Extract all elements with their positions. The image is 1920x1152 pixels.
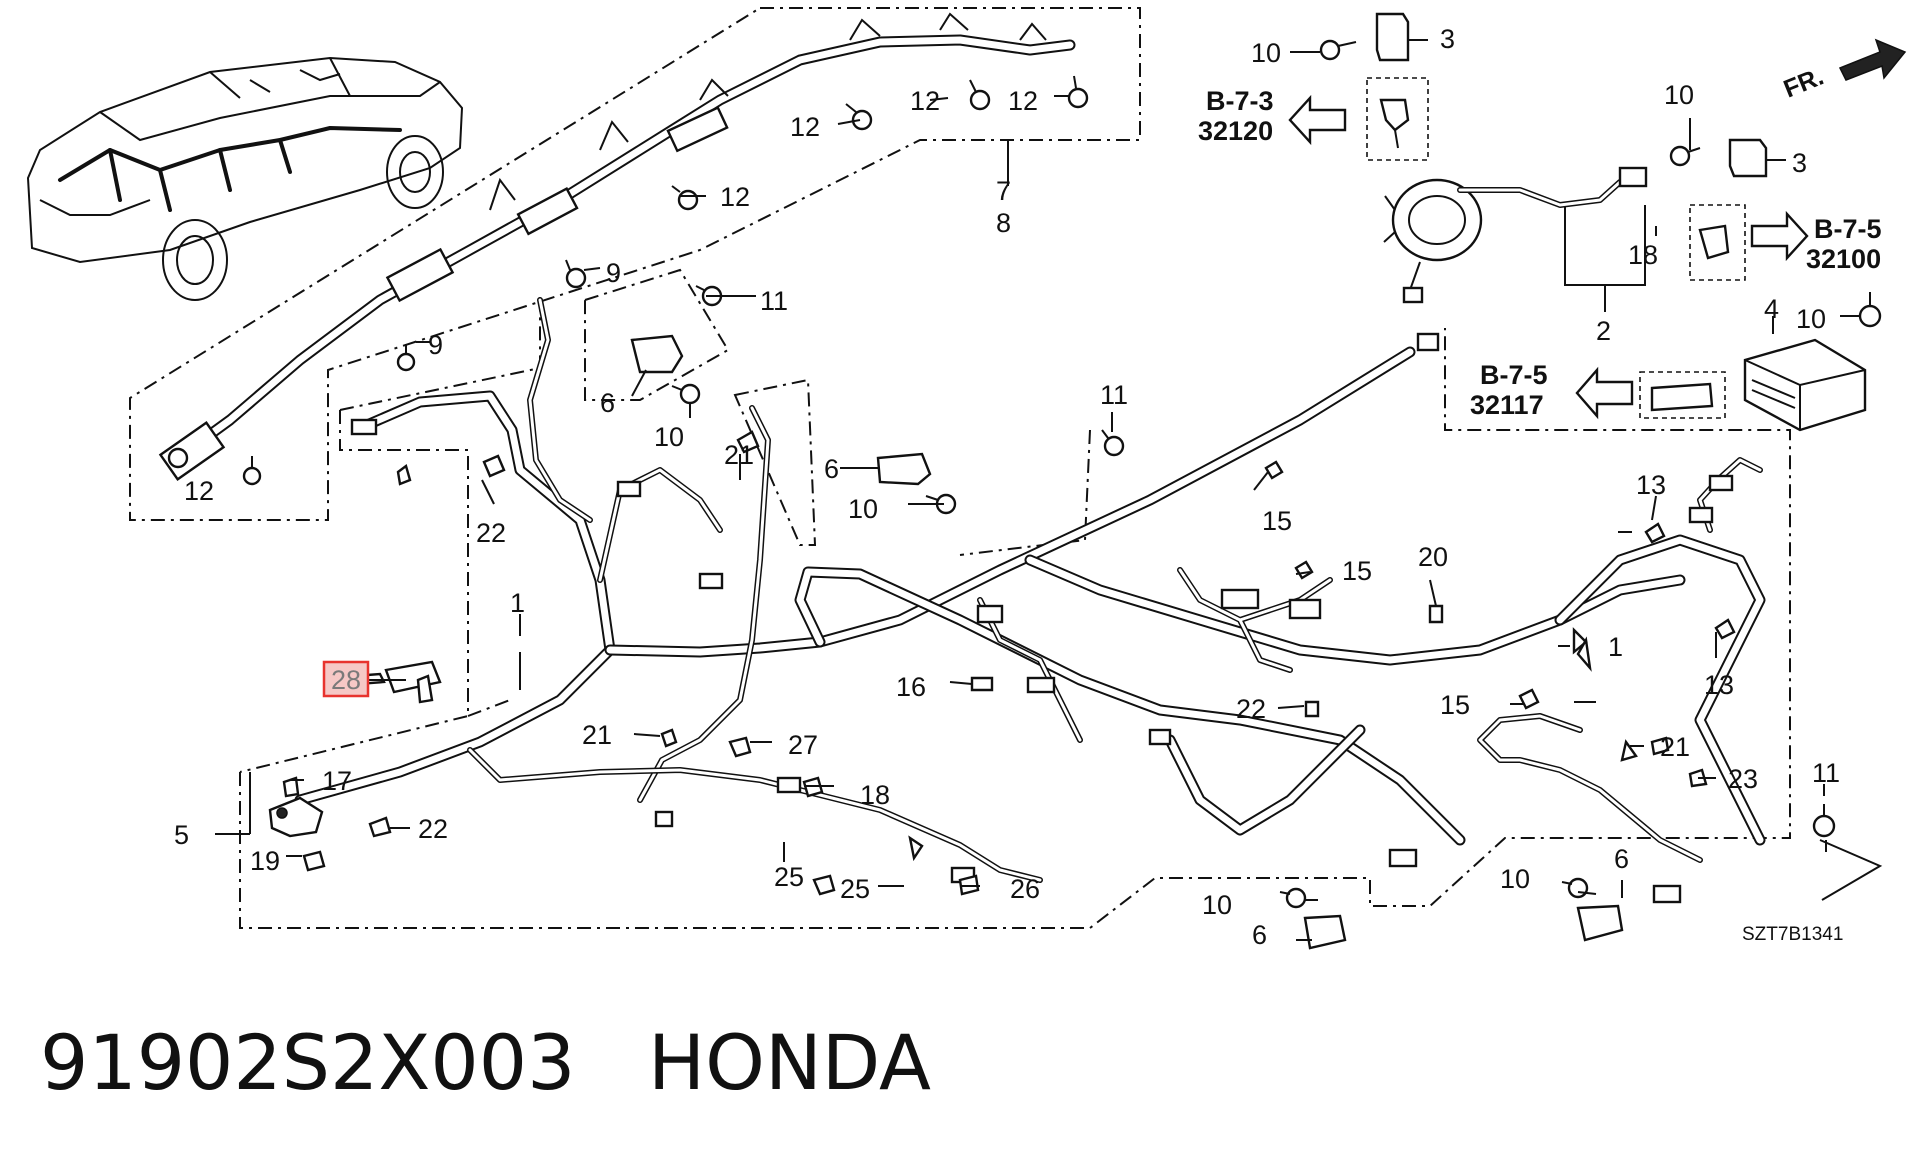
part-caption: 91902S2X003 HONDA (40, 1018, 931, 1107)
callout-10: 10 (654, 422, 684, 452)
bolt (1669, 145, 1701, 167)
callout-1: 1 (1608, 632, 1623, 662)
ref-b75a-page: B-7-5 (1814, 214, 1882, 244)
bolt (1812, 804, 1836, 838)
callout-19: 19 (250, 846, 280, 876)
bolt (1279, 887, 1307, 909)
callout-17: 17 (322, 766, 352, 796)
reference-arrow-b75-lower (1575, 366, 1634, 420)
callout-10: 10 (1202, 890, 1232, 920)
callout-10: 10 (1796, 304, 1826, 334)
bolt (1067, 75, 1089, 109)
callout-26: 26 (1010, 874, 1040, 904)
highlight-box (322, 660, 370, 698)
callout-16: 16 (896, 672, 926, 702)
callout-21: 21 (582, 720, 612, 750)
callout-6: 6 (1252, 920, 1267, 950)
callout-5: 5 (174, 820, 189, 850)
callout-12: 12 (910, 86, 940, 116)
callout-6: 6 (1614, 844, 1629, 874)
ref-b75b-page: B-7-5 (1480, 360, 1548, 390)
reference-arrow-b73 (1288, 94, 1347, 146)
callout-12: 12 (1008, 86, 1038, 116)
callout-27: 27 (788, 730, 818, 760)
diagram-code: SZT7B1341 (1742, 924, 1843, 945)
callout-11: 11 (1812, 758, 1840, 788)
callout-11: 11 (760, 286, 788, 316)
callout-15: 15 (1440, 690, 1470, 720)
callout-9: 9 (428, 330, 443, 360)
callout-13: 13 (1636, 470, 1666, 500)
callout-22: 22 (476, 518, 506, 548)
fasteners (242, 39, 1882, 909)
callout-21: 21 (1660, 732, 1690, 762)
highlighted-part-28[interactable]: 28 (322, 660, 370, 698)
brand-name: HONDA (647, 1018, 931, 1107)
bolt (242, 456, 262, 486)
reference-arrow-b75-upper (1750, 210, 1809, 262)
front-direction-arrow: FR. (1780, 38, 1907, 104)
callout-18: 18 (860, 780, 890, 810)
page-references: B-7-3 32120 B-7-5 32100 B-7-5 32117 (1198, 86, 1882, 420)
callout-28: 28 (331, 665, 361, 695)
callout-6: 6 (824, 454, 839, 484)
sensors (630, 12, 1768, 950)
callout-15: 15 (1262, 506, 1292, 536)
bolt (671, 185, 699, 211)
callout-15: 15 (1342, 556, 1372, 586)
bolt (396, 344, 416, 372)
part-number: 91902S2X003 (40, 1018, 576, 1107)
ref-b73-page: B-7-3 (1206, 86, 1274, 116)
leader-lines (215, 39, 1860, 941)
callout-11: 11 (1100, 380, 1128, 410)
ref-b75b-group: 32117 (1470, 390, 1544, 420)
direction-label: FR. (1780, 63, 1828, 104)
callout-9: 9 (606, 258, 621, 288)
callout-12: 12 (720, 182, 750, 212)
bolt (1319, 39, 1357, 61)
bolt (1101, 429, 1125, 457)
callout-3: 3 (1792, 148, 1807, 178)
callout-10: 10 (1500, 864, 1530, 894)
callout-12: 12 (184, 476, 214, 506)
callout-21: 21 (724, 440, 754, 470)
bolt (969, 79, 991, 111)
callout-6: 6 (600, 388, 615, 418)
bolt (1561, 877, 1589, 899)
callout-10: 10 (1664, 80, 1694, 110)
callout-22: 22 (418, 814, 448, 844)
callout-18: 18 (1628, 240, 1658, 270)
callout-25: 25 (774, 862, 804, 892)
callout-23: 23 (1728, 764, 1758, 794)
callout-numbers: 3 10 10 3 18 2 4 10 12 12 12 12 12 7 8 9… (174, 24, 1840, 950)
floor-harness (268, 297, 1766, 904)
bolt (671, 383, 701, 405)
srs-unit (1743, 338, 1867, 432)
callout-20: 20 (1418, 542, 1448, 572)
bolt (1858, 292, 1882, 328)
ref-b75a-group: 32100 (1806, 244, 1881, 274)
callout-13: 13 (1704, 670, 1734, 700)
callout-12: 12 (790, 112, 820, 142)
callout-2: 2 (1596, 316, 1611, 346)
callout-25: 25 (840, 874, 870, 904)
group-boundaries (129, 7, 1883, 929)
bolt (845, 103, 873, 131)
callout-7: 7 (996, 176, 1011, 206)
callout-1: 1 (510, 588, 525, 618)
callout-22: 22 (1236, 694, 1266, 724)
bolt (565, 259, 587, 289)
callout-4: 4 (1764, 294, 1779, 324)
callout-3: 3 (1440, 24, 1455, 54)
cable-reel (1383, 166, 1648, 304)
ref-b73-group: 32120 (1198, 116, 1273, 146)
car-illustration (26, 56, 464, 301)
side-curtain-airbag (158, 12, 1076, 482)
callout-10: 10 (1251, 38, 1281, 68)
callout-10: 10 (848, 494, 878, 524)
callout-8: 8 (996, 208, 1011, 238)
